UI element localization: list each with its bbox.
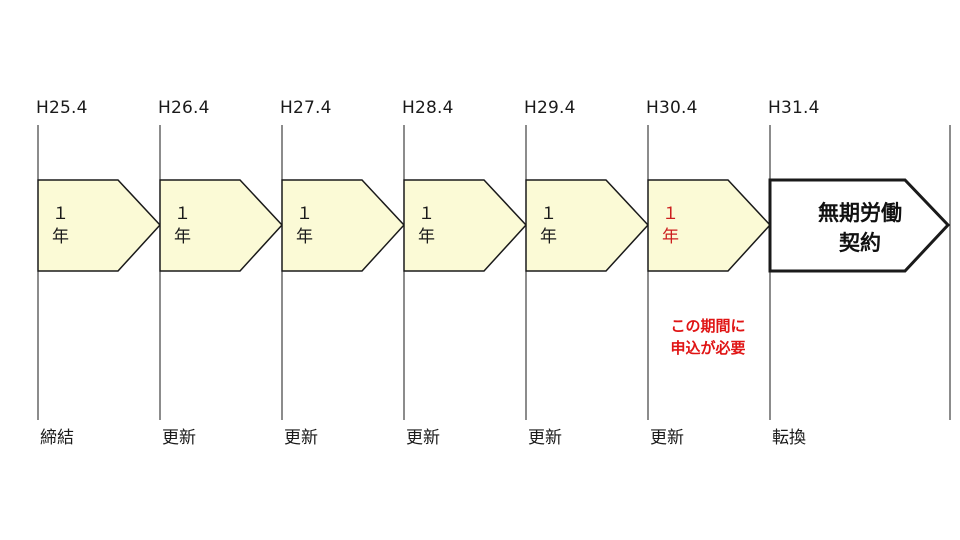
period-arrow-4 <box>525 179 650 272</box>
date-label: H26.4 <box>158 98 210 118</box>
event-label: 更新 <box>650 428 684 448</box>
period-arrow-0 <box>37 179 162 272</box>
period-label: １ 年 <box>174 204 191 247</box>
period-arrow-5 <box>647 179 772 272</box>
event-label: 更新 <box>406 428 440 448</box>
period-label: １ 年 <box>540 204 557 247</box>
event-label: 更新 <box>528 428 562 448</box>
period-label: １ 年 <box>418 204 435 247</box>
date-label: H30.4 <box>646 98 698 118</box>
period-label: １ 年 <box>662 204 679 247</box>
event-label: 更新 <box>162 428 196 448</box>
period-arrow-2 <box>281 179 406 272</box>
final-period-arrow <box>768 178 951 273</box>
date-label: H28.4 <box>402 98 454 118</box>
event-label: 更新 <box>284 428 318 448</box>
date-label: H25.4 <box>36 98 88 118</box>
period-label: １ 年 <box>296 204 313 247</box>
date-label: H27.4 <box>280 98 332 118</box>
event-label: 転換 <box>772 428 806 448</box>
period-arrow-1 <box>159 179 284 272</box>
event-label: 締結 <box>40 428 74 448</box>
date-label: H29.4 <box>524 98 576 118</box>
final-period-label: 無期労働 契約 <box>818 201 902 255</box>
application-note: この期間に 申込が必要 <box>670 317 746 357</box>
period-arrow-3 <box>403 179 528 272</box>
period-label: １ 年 <box>52 204 69 247</box>
date-label: H31.4 <box>768 98 820 118</box>
